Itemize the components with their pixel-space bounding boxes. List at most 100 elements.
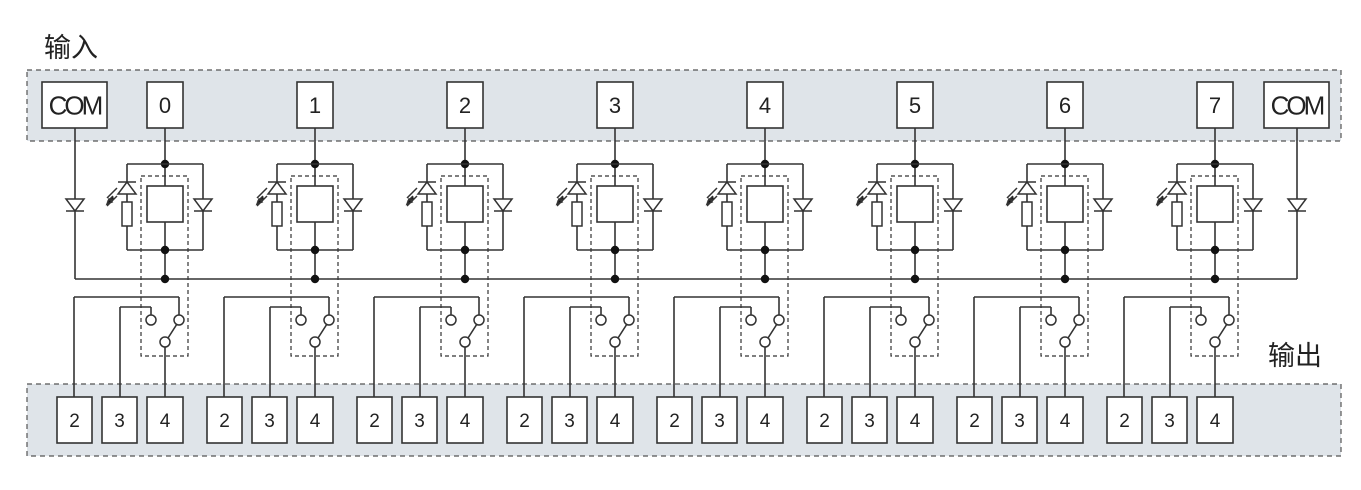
- output-terminal-4-box: [296, 396, 334, 444]
- flyback-diode: [942, 198, 964, 213]
- com-left-diode: [64, 198, 86, 213]
- contact: [445, 314, 457, 326]
- junction-dot: [1210, 245, 1220, 255]
- led-resistor: [1021, 201, 1033, 227]
- contact: [295, 314, 307, 326]
- contact: [745, 314, 757, 326]
- contact: [923, 314, 935, 326]
- output-terminal-4-box: [146, 396, 184, 444]
- relay-outline: [290, 175, 339, 357]
- junction-dot: [610, 245, 620, 255]
- output-terminal-3-box: [101, 396, 138, 444]
- contact: [173, 314, 185, 326]
- output-terminal-3-label: 3: [414, 411, 425, 432]
- led-diode: [866, 180, 888, 195]
- output-terminal-3-box: [851, 396, 888, 444]
- junction-dot: [460, 245, 470, 255]
- junction-dot: [160, 274, 170, 284]
- input-terminal-2-label: 2: [459, 93, 471, 118]
- junction-dot: [1060, 274, 1070, 284]
- relay-coil: [896, 185, 934, 223]
- output-terminal-3-box: [251, 396, 288, 444]
- output-terminal-4-label: 4: [460, 411, 471, 432]
- flyback-diode: [342, 198, 364, 213]
- output-terminal-4-label: 4: [310, 411, 321, 432]
- junction-dot: [910, 245, 920, 255]
- output-terminal-2-label: 2: [669, 411, 680, 432]
- led-light-arrows: [1155, 187, 1168, 207]
- relay-coil: [146, 185, 184, 223]
- input-terminal-com-left-label: COM: [49, 90, 102, 120]
- output-terminal-3-label: 3: [714, 411, 725, 432]
- led-resistor: [121, 201, 133, 227]
- output-terminal-2-label: 2: [369, 411, 380, 432]
- led-light-arrows: [255, 187, 268, 207]
- contact: [1073, 314, 1085, 326]
- led-diode: [716, 180, 738, 195]
- output-terminal-3-box: [551, 396, 588, 444]
- switch-blade: [317, 323, 328, 339]
- contact: [159, 336, 171, 348]
- input-terminal-6-box: [1046, 81, 1084, 129]
- junction-dot: [760, 245, 770, 255]
- led-diode: [1166, 180, 1188, 195]
- com-right-diode: [1286, 198, 1308, 213]
- output-terminal-2-box: [356, 396, 393, 444]
- flyback-diode: [492, 198, 514, 213]
- switch-blade: [1067, 323, 1078, 339]
- flyback-diode: [1242, 198, 1264, 213]
- contact: [623, 314, 635, 326]
- junction-dot: [610, 274, 620, 284]
- output-terminal-4-label: 4: [760, 411, 771, 432]
- output-terminal-3-box: [401, 396, 438, 444]
- led-light-arrows: [705, 187, 718, 207]
- switch-blade: [617, 323, 628, 339]
- led-diode: [266, 180, 288, 195]
- output-terminal-3-label: 3: [1014, 411, 1025, 432]
- switch-blade: [1217, 323, 1228, 339]
- flyback-diode: [1092, 198, 1114, 213]
- led-diode: [566, 180, 588, 195]
- led-light-arrows: [855, 187, 868, 207]
- switch-blade: [767, 323, 778, 339]
- input-terminal-7-label: 7: [1209, 93, 1221, 118]
- led-light-arrows: [555, 187, 568, 207]
- contact: [1045, 314, 1057, 326]
- contact: [609, 336, 621, 348]
- relay-outline: [1190, 175, 1239, 357]
- input-terminal-3-label: 3: [609, 93, 621, 118]
- input-terminal-com-right-label: COM: [1271, 90, 1324, 120]
- output-terminal-4-label: 4: [910, 411, 921, 432]
- output-terminal-2-box: [956, 396, 993, 444]
- junction-dot: [160, 245, 170, 255]
- output-terminal-2-box: [56, 396, 93, 444]
- led-resistor: [871, 201, 883, 227]
- output-terminal-4-box: [446, 396, 484, 444]
- output-terminal-4-box: [746, 396, 784, 444]
- output-terminal-4-box: [596, 396, 634, 444]
- contact: [759, 336, 771, 348]
- output-terminal-2-label: 2: [69, 411, 80, 432]
- input-band: [26, 69, 1342, 142]
- input-title: 输入: [44, 33, 98, 64]
- switch-blade: [917, 323, 928, 339]
- output-terminal-2-label: 2: [519, 411, 530, 432]
- led-diode: [116, 180, 138, 195]
- contact: [1223, 314, 1235, 326]
- led-light-arrows: [105, 187, 118, 207]
- input-terminal-7-box: [1196, 81, 1234, 129]
- relay-coil: [296, 185, 334, 223]
- flyback-diode: [192, 198, 214, 213]
- relay-outline: [440, 175, 489, 357]
- switch-blade: [467, 323, 478, 339]
- output-terminal-4-box: [1046, 396, 1084, 444]
- output-terminal-4-box: [1196, 396, 1234, 444]
- flyback-diode: [642, 198, 664, 213]
- output-terminal-2-label: 2: [1119, 411, 1130, 432]
- output-terminal-2-box: [656, 396, 693, 444]
- input-terminal-1-label: 1: [309, 93, 321, 118]
- contact: [1195, 314, 1207, 326]
- output-terminal-3-label: 3: [1164, 411, 1175, 432]
- contact: [909, 336, 921, 348]
- led-light-arrows: [405, 187, 418, 207]
